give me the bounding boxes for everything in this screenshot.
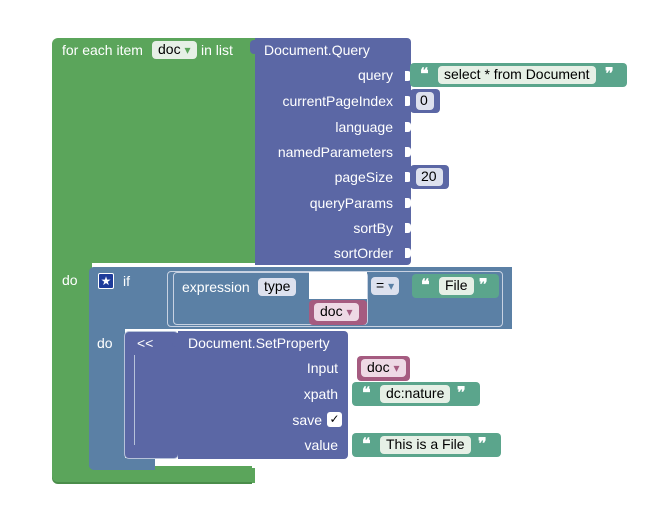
param-label-queryparams: queryParams <box>309 195 393 211</box>
save-checkbox[interactable]: ✓ <box>327 412 342 427</box>
close-quote-icon: ❞ <box>605 66 614 83</box>
open-quote-icon: ❝ <box>362 385 371 402</box>
xpath-text-field[interactable]: dc:nature <box>380 385 451 403</box>
if-block-side <box>89 267 125 470</box>
param-label-namedparameters: namedParameters <box>277 144 393 160</box>
query-text-field[interactable]: select * from Document <box>438 66 596 84</box>
compare-block[interactable] <box>167 271 503 327</box>
expression-blank <box>309 272 367 299</box>
input-socket <box>405 122 411 132</box>
input-var-dropdown[interactable]: doc ▾ <box>361 359 406 377</box>
setproperty-block[interactable] <box>178 331 348 459</box>
loop-block-inner <box>134 355 179 445</box>
star-icon[interactable]: ★ <box>98 273 114 289</box>
input-socket <box>405 147 411 157</box>
expression-label: expression <box>182 279 250 295</box>
close-quote-icon: ❞ <box>478 436 487 453</box>
query-block-title: Document.Query <box>264 42 370 58</box>
open-quote-icon: ❝ <box>362 436 371 453</box>
input-socket <box>405 198 411 208</box>
dropdown-arrow-icon: ▾ <box>184 43 191 57</box>
foreach-variable-dropdown[interactable]: doc ▾ <box>152 41 197 59</box>
dropdown-arrow-icon: ▾ <box>388 279 395 293</box>
operator-dropdown[interactable]: = ▾ <box>371 277 400 295</box>
foreach-do-label: do <box>62 272 78 288</box>
loop-label: << <box>137 335 154 351</box>
foreach-in-list-label: in list <box>201 42 233 58</box>
param-label-query: query <box>357 67 393 83</box>
input-socket <box>405 172 411 182</box>
input-socket <box>405 71 411 81</box>
document-query-block[interactable] <box>255 38 411 265</box>
foreach-label: for each item <box>62 42 143 58</box>
if-do-label: do <box>97 335 113 351</box>
setprop-save-label: save <box>292 412 322 428</box>
expression-var-dropdown[interactable]: doc ▾ <box>314 303 359 321</box>
open-quote-icon: ❝ <box>420 66 429 83</box>
open-quote-icon: ❝ <box>421 277 430 294</box>
close-quote-icon: ❞ <box>457 385 466 402</box>
param-label-language: language <box>335 119 393 135</box>
setproperty-title: Document.SetProperty <box>188 335 330 351</box>
value-text-field[interactable]: This is a File <box>380 436 471 454</box>
current-page-index-field[interactable]: 0 <box>416 92 434 110</box>
input-socket <box>405 248 411 258</box>
param-label-sortorder: sortOrder <box>333 245 393 261</box>
setprop-value-label: value <box>304 437 338 453</box>
param-label-pagesize: pageSize <box>334 169 393 185</box>
foreach-variable: doc <box>158 41 181 57</box>
if-label: if <box>123 273 130 289</box>
dropdown-arrow-icon: ▾ <box>393 361 400 375</box>
input-socket <box>405 223 411 233</box>
expression-block[interactable] <box>173 272 368 325</box>
setprop-input-label: Input <box>306 360 338 376</box>
compare-text-field[interactable]: File <box>439 277 474 295</box>
close-quote-icon: ❞ <box>479 277 488 294</box>
param-label-currentpageindex: currentPageIndex <box>282 93 393 109</box>
page-size-field[interactable]: 20 <box>416 168 443 186</box>
expression-type-field[interactable]: type <box>258 278 297 296</box>
setproperty-connector <box>172 333 180 347</box>
if-block-bottom <box>89 458 155 470</box>
input-socket <box>405 96 411 106</box>
dropdown-arrow-icon: ▾ <box>346 305 353 319</box>
param-label-sortby: sortBy <box>353 220 393 236</box>
setprop-xpath-label: xpath <box>303 386 338 402</box>
query-connector <box>250 40 258 54</box>
